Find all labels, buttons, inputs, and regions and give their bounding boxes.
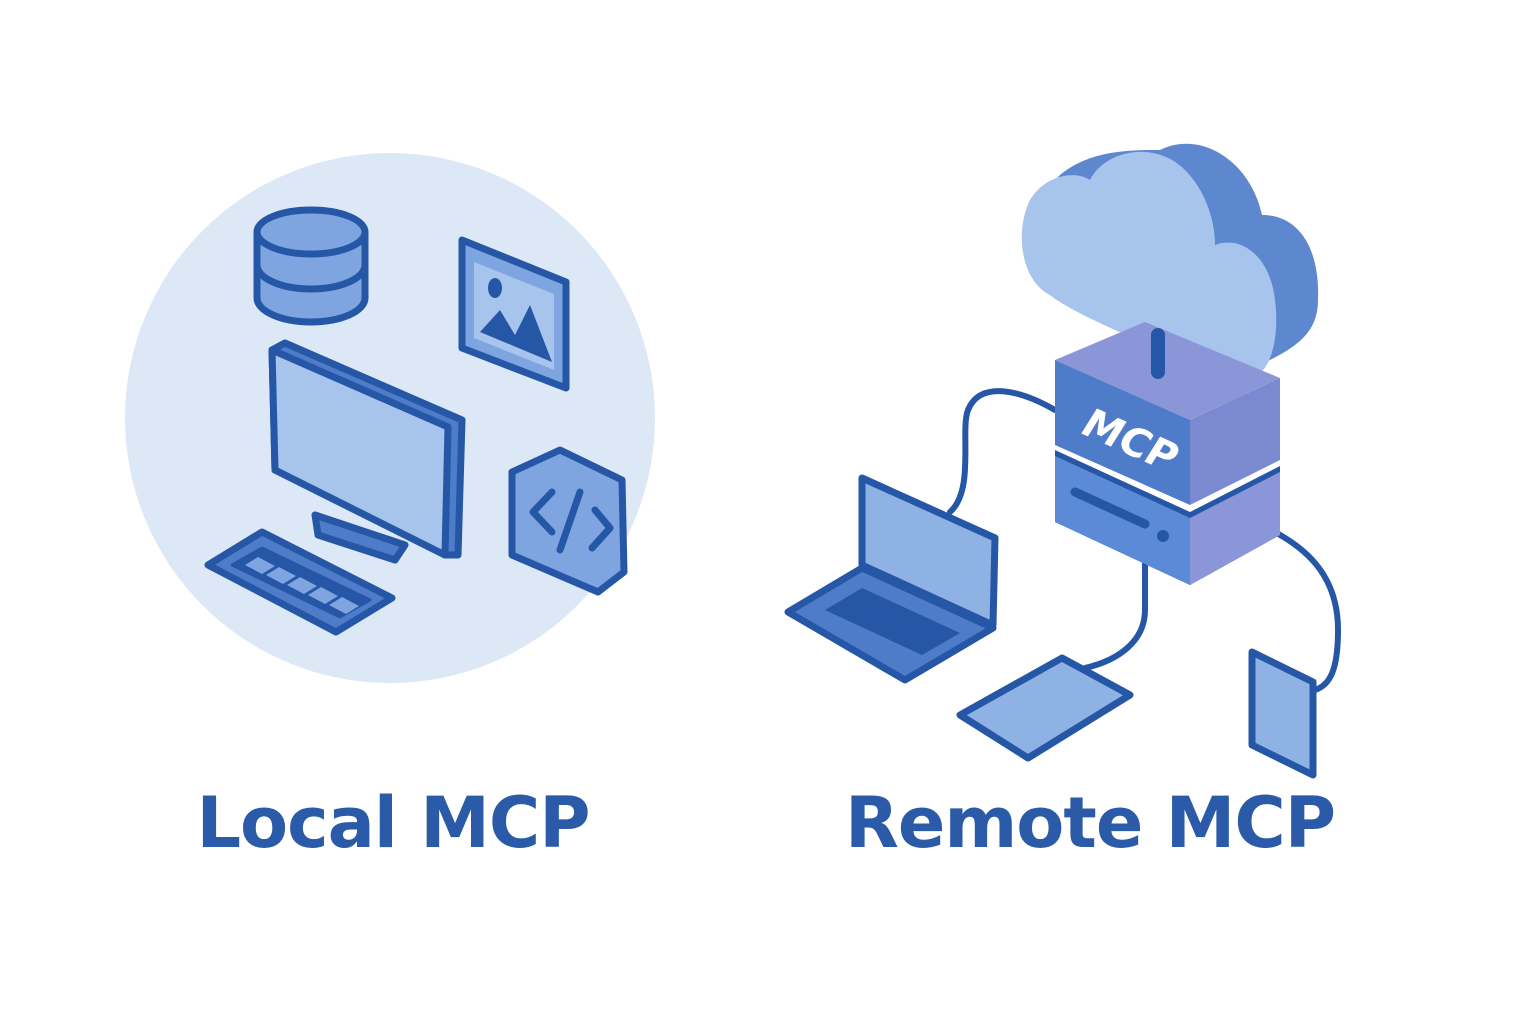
mcp-server: MCP xyxy=(1055,322,1280,585)
database-icon xyxy=(253,206,369,326)
local-mcp-group xyxy=(125,153,655,683)
keyboard-icon xyxy=(204,528,396,636)
tablet-icon xyxy=(956,654,1134,762)
local-mcp-title: Local MCP xyxy=(196,782,590,864)
cloud-icon xyxy=(1021,143,1319,379)
remote-mcp-group: MCP xyxy=(784,143,1341,779)
code-icon xyxy=(508,446,628,596)
laptop-icon xyxy=(784,474,999,684)
phone-icon xyxy=(1248,648,1317,779)
remote-mcp-title: Remote MCP xyxy=(844,782,1336,864)
monitor-icon xyxy=(268,339,466,564)
image-icon xyxy=(458,236,570,392)
